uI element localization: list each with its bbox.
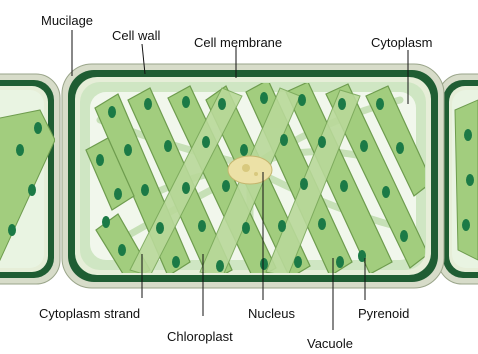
label-cytoplasm-strand: Cytoplasm strand	[39, 307, 140, 320]
label-pyrenoid: Pyrenoid	[358, 307, 409, 320]
label-chloroplast: Chloroplast	[167, 330, 233, 343]
label-cell-membrane: Cell membrane	[194, 36, 282, 49]
label-vacuole: Vacuole	[307, 337, 353, 350]
label-mucilage: Mucilage	[41, 14, 93, 27]
main-cell	[62, 64, 444, 288]
label-cytoplasm: Cytoplasm	[371, 36, 432, 49]
left-neighbour-cell	[0, 74, 60, 284]
label-cell-wall: Cell wall	[112, 29, 160, 42]
nucleus	[228, 156, 272, 184]
label-nucleus: Nucleus	[248, 307, 295, 320]
